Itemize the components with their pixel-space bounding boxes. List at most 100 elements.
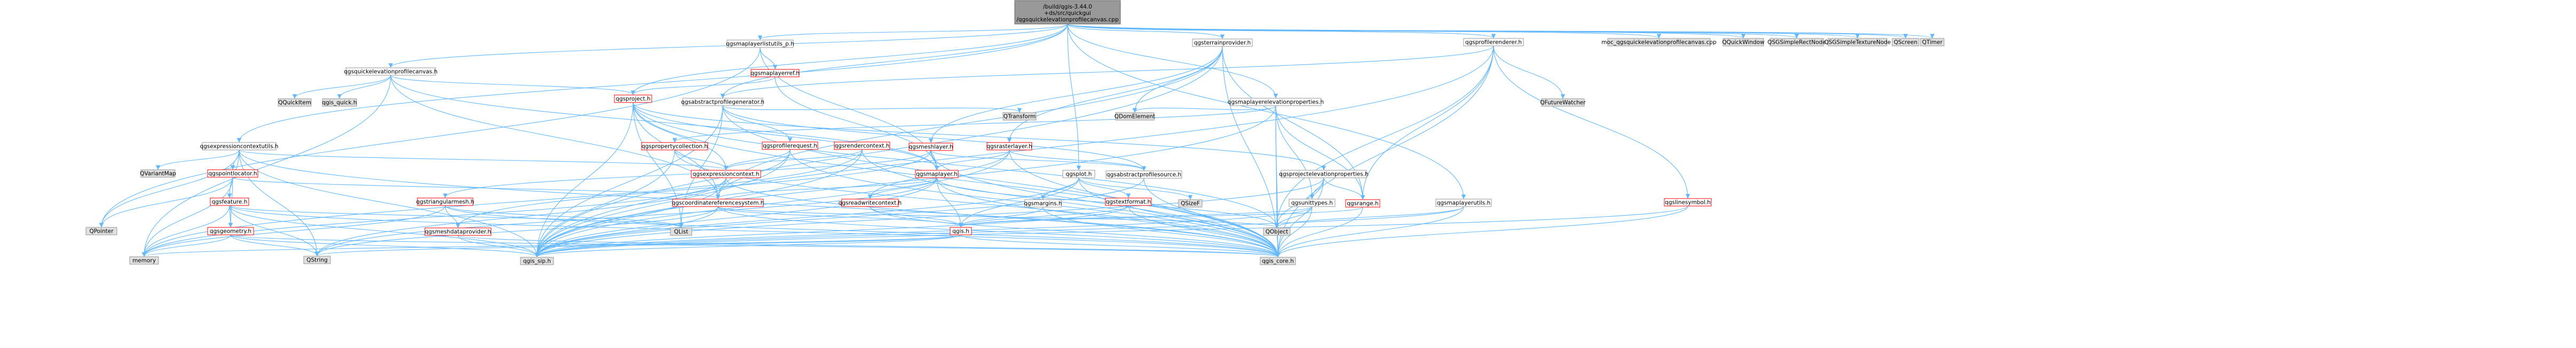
node-label: qgis_core.h [1262, 258, 1294, 265]
graph-node-qcanvas-h[interactable]: qgsquickelevationprofilecanvas.h [344, 67, 438, 76]
dependency-edge [633, 102, 939, 171]
node-label: qgspropertycollection.h [642, 144, 708, 150]
graph-node-exprctxutils[interactable]: qgsexpressioncontextutils.h [200, 142, 279, 151]
dependency-edge [229, 205, 1281, 258]
graph-node-qfuturew[interactable]: QFutureWatcher [1540, 98, 1586, 107]
graph-node-memory[interactable]: memory [129, 256, 159, 265]
dependency-edge [760, 47, 778, 70]
graph-node-meshlayer[interactable]: qgsmeshlayer.h [908, 143, 953, 151]
graph-node-readwrite[interactable]: qgsreadwritecontext.h [839, 199, 902, 207]
node-box [424, 227, 492, 236]
dependency-edge [1132, 105, 1276, 113]
graph-node-margins[interactable]: qgsmargins.h [1024, 199, 1062, 208]
dependency-edge [534, 177, 726, 258]
graph-node-maplayerref[interactable]: qgsmaplayerref.h [750, 69, 800, 77]
node-label: qgsprofilerenderer.h [1465, 39, 1522, 46]
graph-node-linesym[interactable]: qgslinesymbol.h [1664, 198, 1712, 207]
graph-node-qgiscore[interactable]: qgis_core.h [1260, 257, 1296, 265]
dependency-edge [723, 149, 791, 171]
node-box [1828, 38, 1887, 46]
graph-node-unittypes[interactable]: qgsunittypes.h [1289, 199, 1336, 207]
dependency-edge [390, 75, 939, 171]
graph-node-geometry[interactable]: qgsgeometry.h [207, 227, 254, 235]
dependency-edge [1275, 177, 1324, 258]
dependency-edge [1007, 46, 1223, 143]
graph-node-profreq[interactable]: qgsprofilerequest.h [762, 141, 818, 150]
dependency-edge [960, 234, 1281, 258]
graph-node-absprofgen[interactable]: qgsabstractprofilegenerator.h [681, 98, 764, 106]
node-box [345, 67, 436, 76]
dependency-edge [1067, 23, 1278, 99]
graph-node-profrend[interactable]: qgsprofilerenderer.h [1463, 38, 1524, 46]
graph-node-moc[interactable]: moc_qgsquickelevationprofilecanvas.cpp [1601, 38, 1717, 46]
graph-node-qvariantmap[interactable]: QVariantMap [140, 169, 176, 178]
graph-node-proprcoll[interactable]: qgspropertycollection.h [641, 142, 708, 151]
graph-node-maplayer[interactable]: qgsmaplayer.h [915, 170, 959, 178]
graph-node-qgsquick[interactable]: qgis_quick.h [322, 98, 357, 107]
node-box [1062, 170, 1095, 178]
node-label: qgis_sip.h [523, 258, 551, 265]
graph-node-projelev[interactable]: qgsprojectelevationproperties.h [1279, 170, 1369, 178]
node-label: QList [674, 229, 689, 235]
node-box [641, 142, 708, 151]
node-box [1263, 227, 1291, 236]
dependency-edge [630, 23, 1068, 96]
dependency-edge [1323, 177, 1365, 200]
node-label: qgsmaplayerutils.h [1437, 200, 1491, 207]
graph-node-project[interactable]: qgsproject.h [614, 94, 652, 103]
dependency-edge [1275, 205, 1688, 258]
node-label: qgsrasterlayer.h [986, 144, 1032, 150]
dependency-edge [534, 177, 1324, 258]
graph-node-qsgrect[interactable]: QSGSimpleRectNode [1767, 38, 1826, 46]
graph-node-qobject[interactable]: QObject [1263, 227, 1291, 236]
root-node[interactable]: /build/qgis-3.44.0 +ds/src/quickgui /qgs… [1014, 0, 1121, 25]
dependency-edge [722, 105, 1147, 171]
node-box [1722, 38, 1764, 46]
graph-node-terrain[interactable]: qgsterrainprovider.h [1192, 38, 1253, 47]
dependency-edge [715, 177, 937, 200]
graph-node-qdomelem[interactable]: QDomElement [1115, 112, 1155, 121]
graph-node-qlist[interactable]: QList [670, 227, 692, 236]
dependency-edge [1275, 206, 1464, 258]
dependency-edge [442, 150, 931, 199]
graph-node-qpointer[interactable]: QPointer [85, 227, 117, 235]
graph-node-qqw[interactable]: QQuickWindow [1722, 38, 1765, 46]
graph-node-mlelevprops[interactable]: qgsmaplayerelevationproperties.h [1228, 98, 1324, 106]
graph-node-renderctx[interactable]: qgsrendercontext.h [834, 141, 890, 150]
graph-node-textformat[interactable]: qgstextformat.h [1105, 197, 1152, 206]
graph-node-feature[interactable]: qgsfeature.h [210, 197, 249, 206]
node-box [210, 197, 249, 206]
graph-node-exprctx[interactable]: qgsexpressioncontext.h [691, 170, 761, 178]
dependency-edge [534, 105, 723, 258]
graph-node-pointloc[interactable]: qgspointlocator.h [207, 169, 258, 178]
graph-node-qsgtex[interactable]: QSGSimpleTextureNode [1824, 38, 1891, 46]
graph-node-qtransform[interactable]: QTransform [1002, 112, 1037, 121]
graph-node-qsizef[interactable]: QSizeF [1178, 199, 1203, 208]
node-label: QTimer [1922, 39, 1943, 46]
graph-node-qstring[interactable]: QString [303, 256, 331, 264]
dependency-edge [1128, 205, 1281, 258]
graph-node-qscreen[interactable]: QScreen [1892, 38, 1919, 46]
graph-node-plot[interactable]: qgsplot.h [1062, 170, 1095, 178]
node-box [1024, 199, 1062, 208]
graph-node-qtimer[interactable]: QTimer [1920, 38, 1945, 46]
node-box [670, 227, 692, 236]
node-label: QQuickWindow [1722, 39, 1765, 46]
graph-node-crs[interactable]: qgscoordinatereferencesystem.h [672, 199, 764, 207]
graph-node-rasterlayer[interactable]: qgsrasterlayer.h [986, 142, 1032, 151]
graph-node-mlutils[interactable]: qgsmaplayerutils.h [1435, 199, 1492, 207]
graph-node-trimesh[interactable]: qgstriangularmesh.h [416, 197, 475, 206]
graph-node-qgis[interactable]: qgis.h [950, 227, 972, 235]
graph-node-qgissip[interactable]: qgis_sip.h [520, 257, 554, 265]
graph-node-qquickitem[interactable]: QQuickItem [278, 98, 312, 107]
node-box [1769, 38, 1824, 46]
node-box [1178, 199, 1203, 208]
dependency-edge [1040, 177, 1079, 200]
graph-node-listutils[interactable]: qgsmaplayerlistutils_p.h [726, 39, 794, 48]
graph-node-absprofsrc[interactable]: qgsabstractprofilesource.h [1105, 170, 1182, 179]
node-label: qgsprofilerequest.h [763, 143, 817, 149]
node-box [1115, 112, 1155, 121]
graph-node-meshdp[interactable]: qgsmeshdataprovider.h [424, 227, 492, 236]
graph-node-range[interactable]: qgsrange.h [1345, 199, 1380, 208]
